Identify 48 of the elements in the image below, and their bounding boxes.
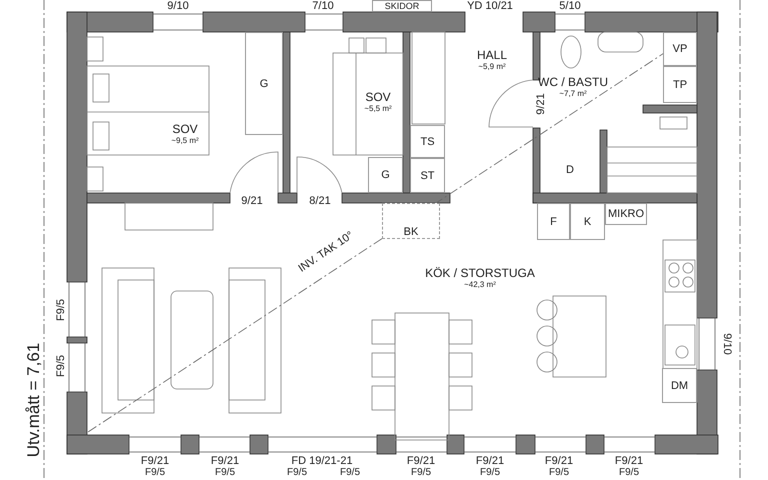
window-label: F9/5	[411, 467, 431, 479]
window-label: F9/5	[549, 467, 569, 479]
fixture-box: BK	[382, 203, 440, 239]
shower-area: D	[545, 150, 595, 190]
fixture-box: TS	[410, 125, 445, 158]
window-label: 9/10	[167, 0, 189, 12]
room-name: KÖK / STORSTUGA	[425, 266, 535, 280]
room-area: ~5,5 m²	[364, 104, 392, 114]
fixture-box: G	[245, 32, 283, 135]
room-name: SOV	[171, 122, 199, 136]
room-area: ~42,3 m²	[425, 280, 535, 290]
fixture-box: K	[570, 203, 605, 240]
door-label: 8/21	[309, 195, 331, 207]
window-label: F9/5	[619, 467, 639, 479]
room-name: HALL	[476, 48, 508, 62]
fixture-box: ST	[410, 158, 445, 193]
window-label: F9/21	[406, 455, 436, 467]
room-name: WC / BASTU	[538, 75, 608, 89]
window-label: F9/5	[145, 467, 165, 479]
window-label: F9/21	[614, 455, 644, 467]
door-label: FD 19/21-21	[291, 455, 353, 467]
room-area: ~9,5 m²	[171, 136, 199, 146]
window-label: F9/5	[55, 299, 67, 321]
fixture-box: SKIDOR	[372, 0, 432, 12]
window-label: F9/21	[140, 455, 170, 467]
window-label: 9/10	[721, 333, 733, 355]
door-label: 9/21	[535, 93, 547, 115]
window-label: F9/21	[476, 455, 504, 467]
window-label: F9/5	[480, 467, 500, 479]
fixture-box: F	[537, 203, 570, 240]
window-label: F9/5	[287, 467, 307, 479]
window-label: 7/10	[312, 0, 334, 12]
window-label: F9/5	[340, 467, 360, 479]
door-label: YD 10/21	[467, 0, 513, 12]
room-name: SOV	[364, 90, 392, 104]
fixture-box: DM	[662, 368, 697, 403]
window-label: F9/5	[215, 467, 235, 479]
ceiling-note: INV. TAK 10°	[296, 229, 356, 275]
window-label: F9/21	[210, 455, 240, 467]
room-area: ~5,9 m²	[476, 62, 508, 72]
fixture-box: G	[368, 157, 403, 193]
window-label: F9/21	[544, 455, 574, 467]
door-label: 9/21	[241, 195, 263, 207]
fixture-box: VP	[663, 32, 697, 66]
fixture-box: TP	[663, 66, 697, 103]
window-label: F9/5	[55, 355, 67, 377]
window-label: 5/10	[559, 0, 581, 12]
fixture-box: MIKRO	[605, 203, 647, 225]
